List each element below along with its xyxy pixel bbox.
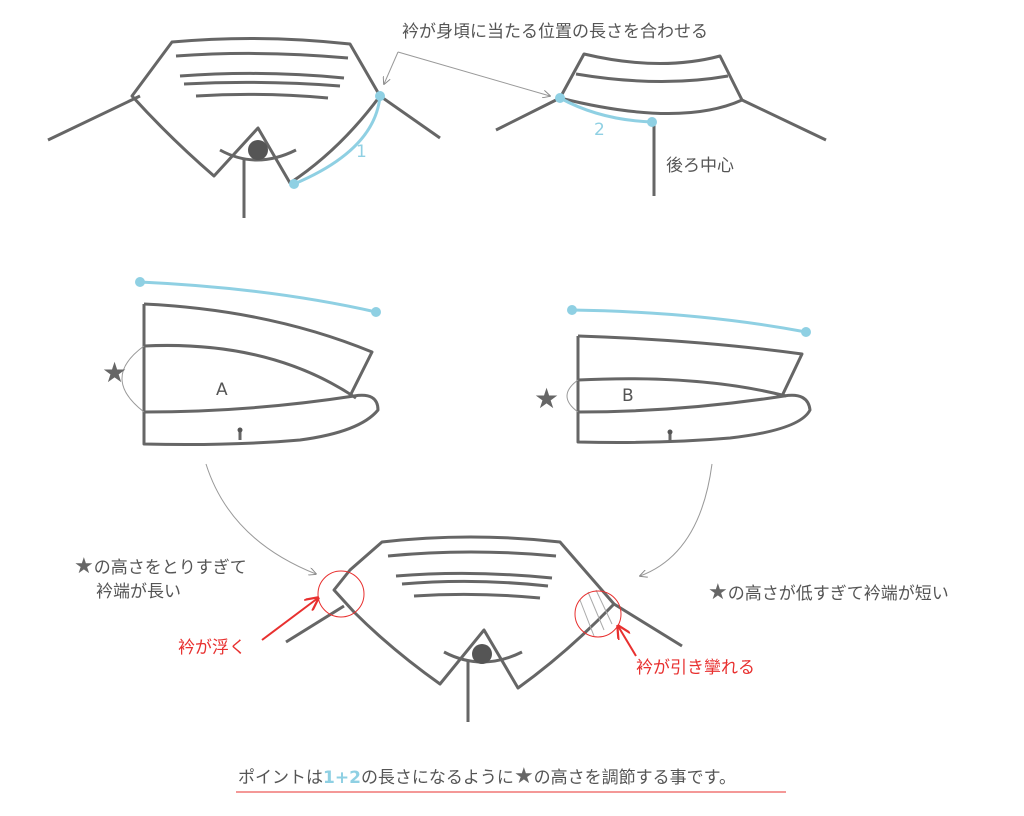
pull-arrow xyxy=(618,626,637,657)
front-collar-bottom xyxy=(285,535,683,722)
match-length-label: 衿が身頃に当たる位置の長さを合わせる xyxy=(402,22,708,42)
measure-line-2 xyxy=(559,96,653,124)
neckline xyxy=(219,148,297,162)
leader-arrow-1 xyxy=(384,51,399,84)
curved-arrow-left xyxy=(205,463,316,574)
bottom-band-line-4 xyxy=(413,592,541,600)
collar-b-fold xyxy=(577,377,787,398)
collar-a-top xyxy=(143,302,374,397)
star-icon: ★ xyxy=(102,356,128,389)
collar-a-body xyxy=(142,304,380,446)
point-dot-icon xyxy=(371,307,381,317)
pull-label: 衿が引き攣れる xyxy=(636,658,755,678)
footer-num-2: 2 xyxy=(349,768,361,788)
float-highlight-circle xyxy=(317,570,365,618)
point-dot-icon xyxy=(375,91,385,101)
wrinkle-line-1 xyxy=(587,591,605,631)
point-dot-icon xyxy=(289,179,299,189)
collar-band-line-2 xyxy=(179,71,345,80)
star-icon: ★ xyxy=(708,580,728,605)
pull-highlight-circle xyxy=(574,590,622,638)
bottom-collar-outline xyxy=(332,535,616,690)
footer-text-end: の高さを調節する事です。 xyxy=(533,768,736,788)
flat-collar-b xyxy=(576,334,812,444)
curved-arrow-right xyxy=(640,463,713,576)
left-note-text-1: の高さをとりすぎて xyxy=(93,558,247,578)
collar-label-a: A xyxy=(216,380,228,400)
footer-text-pre: ポイントは xyxy=(238,768,323,788)
height-arc-a xyxy=(121,345,145,413)
wrinkle-line-2 xyxy=(595,589,613,625)
collar-b-body xyxy=(576,336,812,444)
collar-outline xyxy=(130,36,382,185)
point-dot-icon xyxy=(801,327,811,337)
star-icon: ★ xyxy=(513,764,534,789)
collar-label-b: B xyxy=(622,386,634,406)
back-right-shoulder xyxy=(741,98,827,142)
float-arrow xyxy=(261,598,318,641)
right-shoulder-line xyxy=(379,94,441,140)
flat-collar-a xyxy=(142,302,380,446)
collar-band-line-3 xyxy=(183,80,341,88)
measure-line-b xyxy=(571,308,807,334)
point-dot-icon xyxy=(555,93,565,103)
pin-dot-icon xyxy=(667,429,673,435)
footer-plus: + xyxy=(334,768,350,788)
bottom-band-line-1 xyxy=(387,550,557,558)
back-center-label: 後ろ中心 xyxy=(666,156,734,176)
collar-band-line-1 xyxy=(175,51,349,60)
bottom-left-shoulder xyxy=(285,604,345,644)
float-label: 衿が浮く xyxy=(178,638,246,658)
pin-dot-icon xyxy=(237,427,243,433)
back-collar-outline xyxy=(558,52,744,115)
measure-number-1: 1 xyxy=(356,142,367,162)
footer-num-1: 1 xyxy=(323,768,335,788)
collar-b-top xyxy=(577,334,804,397)
back-collar-fold xyxy=(575,72,729,84)
left-note-line-2: 衿端が長い xyxy=(96,582,181,602)
left-note-line-1: ★の高さをとりすぎて xyxy=(74,554,247,580)
measure-line-a xyxy=(139,280,377,314)
button-icon xyxy=(472,644,492,664)
star-icon: ★ xyxy=(74,554,94,579)
front-collar-top xyxy=(47,36,441,218)
bottom-band-line-3 xyxy=(401,579,549,588)
footer-text-post: の長さになるように xyxy=(360,768,514,788)
left-shoulder-line xyxy=(47,94,141,142)
back-collar-top xyxy=(495,52,827,196)
point-dot-icon xyxy=(647,117,657,127)
right-note-text: の高さが低すぎて衿端が短い xyxy=(727,584,949,604)
measure-line-1 xyxy=(293,95,382,186)
back-left-shoulder xyxy=(495,96,561,132)
wrinkle-line-3 xyxy=(579,599,595,637)
point-dot-icon xyxy=(567,305,577,315)
star-icon: ★ xyxy=(534,382,560,415)
bottom-band-line-2 xyxy=(395,571,553,580)
bottom-right-shoulder xyxy=(613,602,683,648)
footer-note: ポイントは1+2の長さになるように★の高さを調節する事です。 xyxy=(238,764,736,790)
collar-band-line-4 xyxy=(195,92,329,100)
button-icon xyxy=(248,140,268,160)
collar-a-fold xyxy=(143,344,357,400)
height-arc-b xyxy=(566,379,579,413)
measure-number-2: 2 xyxy=(594,120,605,140)
leader-arrow-2 xyxy=(397,51,550,96)
right-note: ★の高さが低すぎて衿端が短い xyxy=(708,580,949,606)
point-dot-icon xyxy=(135,277,145,287)
